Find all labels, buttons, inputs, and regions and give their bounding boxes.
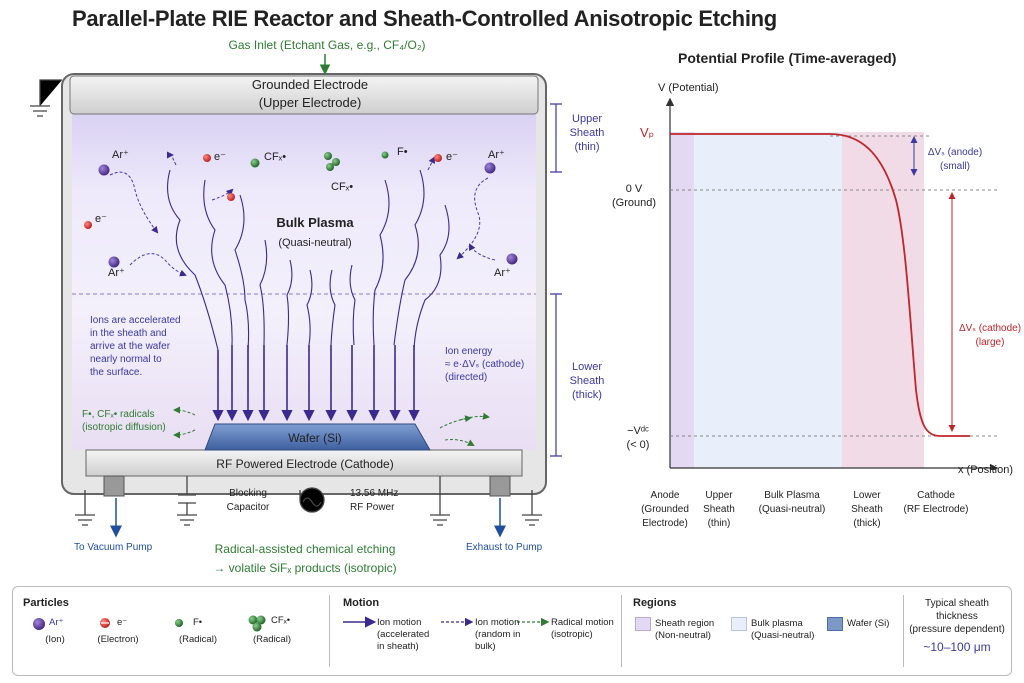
- ion-label: Ar⁺: [494, 267, 511, 279]
- vp-label: Vₚ: [640, 125, 655, 140]
- legend-region-wafer: Wafer (Si): [847, 618, 890, 629]
- pump-port: [103, 475, 125, 497]
- electron-label: e⁻: [214, 151, 226, 163]
- cfx-label: CFₓ•: [264, 151, 287, 163]
- legend-swatch-bulk: [731, 617, 747, 631]
- gas-inlet-label: Gas Inlet (Etchant Gas, e.g., CF₄/O₂): [228, 38, 426, 52]
- potential-plot: [665, 97, 1000, 470]
- chem-note-1: Radical-assisted chemical etching: [214, 542, 396, 556]
- reactor-diagram: [30, 54, 562, 538]
- legend-region-sheath: Sheath region(Non-neutral): [655, 618, 715, 641]
- dv-anode-label: ΔVₛ (anode)(small): [927, 147, 983, 172]
- bulk-plasma-label: Bulk Plasma: [276, 215, 354, 230]
- ion-label: Ar⁺: [108, 267, 125, 279]
- cathode-electrode: [85, 449, 523, 477]
- f-label: F•: [397, 146, 408, 158]
- bulk-plasma-sub: (Quasi-neutral): [278, 237, 352, 249]
- legend-region-bulk: Bulk plasma(Quasi-neutral): [751, 618, 815, 641]
- legend-swatch-wafer: [827, 617, 843, 631]
- ion-paths: [167, 169, 450, 351]
- wafer-label: Wafer (Si): [288, 431, 342, 445]
- legend-swatch-sheath: [635, 617, 651, 631]
- zero-label: 0 V(Ground): [611, 183, 657, 209]
- y-axis-label: V (Potential): [658, 82, 719, 94]
- ion-energy-note: Ion energy≈ e·ΔVₛ (cathode)(directed): [445, 346, 525, 383]
- cathode-sheath-region: [842, 132, 924, 468]
- cfx-label: CFₓ•: [331, 181, 354, 193]
- legend: Particles Ar⁺ (Ion) e⁻ (Electron) F• (Ra…: [12, 586, 1012, 676]
- upper-electrode-sub: (Upper Electrode): [258, 95, 362, 110]
- legend-particle-sym: F•: [193, 617, 203, 628]
- x-axis-label: x (Position): [958, 464, 1014, 476]
- legend-thickness-value: ~10–100 μm: [923, 640, 991, 654]
- ion-label: Ar⁺: [488, 149, 505, 161]
- ion-label: Ar⁺: [112, 149, 129, 161]
- ion-particles: [98, 162, 518, 268]
- region-label-cathode: Cathode(RF Electrode): [903, 490, 969, 515]
- page-title: Parallel-Plate RIE Reactor and Sheath-Co…: [72, 6, 777, 31]
- upper-sheath-bracket: [550, 103, 562, 173]
- legend-particle-sym: CFₓ•: [271, 615, 291, 626]
- pump-port: [489, 475, 511, 497]
- electron-particles: [84, 154, 442, 229]
- vacuum-pump-label: To Vacuum Pump: [74, 542, 153, 553]
- legend-particle-desc: (Ion): [45, 634, 65, 645]
- ground-symbol: [30, 79, 62, 117]
- plot-title: Potential Profile (Time-averaged): [678, 50, 897, 66]
- legend-particle-desc: (Radical): [252, 634, 291, 645]
- upper-electrode-label: Grounded Electrode: [251, 77, 369, 92]
- legend-divider: [329, 595, 330, 667]
- random-ion-paths: [109, 151, 496, 277]
- radicals-note: F•, CFₓ• radicals(isotropic diffusion): [82, 409, 166, 433]
- legend-particles-heading: Particles: [23, 597, 69, 609]
- legend-motion-heading: Motion: [343, 597, 380, 609]
- legend-motion-icons: [343, 616, 550, 628]
- region-label-bulk: Bulk Plasma(Quasi-neutral): [758, 490, 826, 515]
- vdc-label: −Vᵈᶜ(< 0): [626, 425, 650, 451]
- plasma-region: [72, 108, 536, 450]
- legend-divider: [621, 595, 622, 667]
- lower-sheath-bracket: [550, 293, 562, 457]
- upper-electrode: [69, 75, 539, 115]
- rf-source-icon: [302, 497, 322, 507]
- legend-motion-radical: Radical motion(isotropic): [551, 617, 614, 640]
- electron-label: e⁻: [446, 151, 458, 163]
- legend-particle-desc: (Electron): [97, 634, 139, 645]
- wafer: [204, 423, 431, 451]
- exhaust-label: Exhaust to Pump: [466, 542, 543, 553]
- legend-particle-icons: [33, 615, 266, 632]
- legend-divider: [903, 595, 904, 667]
- legend-particle-sym: Ar⁺: [49, 617, 64, 628]
- electron-label: e⁻: [95, 213, 107, 225]
- directed-ion-arrows: [212, 345, 420, 422]
- chem-note-2: → volatile SiFₓ products (isotropic): [213, 561, 397, 575]
- bulk-region: [694, 132, 842, 468]
- anode-region: [670, 132, 694, 468]
- legend-regions-heading: Regions: [633, 597, 677, 609]
- legend-particle-desc: (Radical): [178, 634, 217, 645]
- radical-particles: [250, 151, 389, 171]
- potential-curve: [670, 133, 970, 437]
- dv-cathode-label: ΔVₛ (cathode)(large): [958, 323, 1022, 348]
- cathode-label: RF Powered Electrode (Cathode): [216, 457, 394, 471]
- legend-particle-sym: e⁻: [117, 617, 128, 628]
- radical-arrows: [173, 406, 490, 446]
